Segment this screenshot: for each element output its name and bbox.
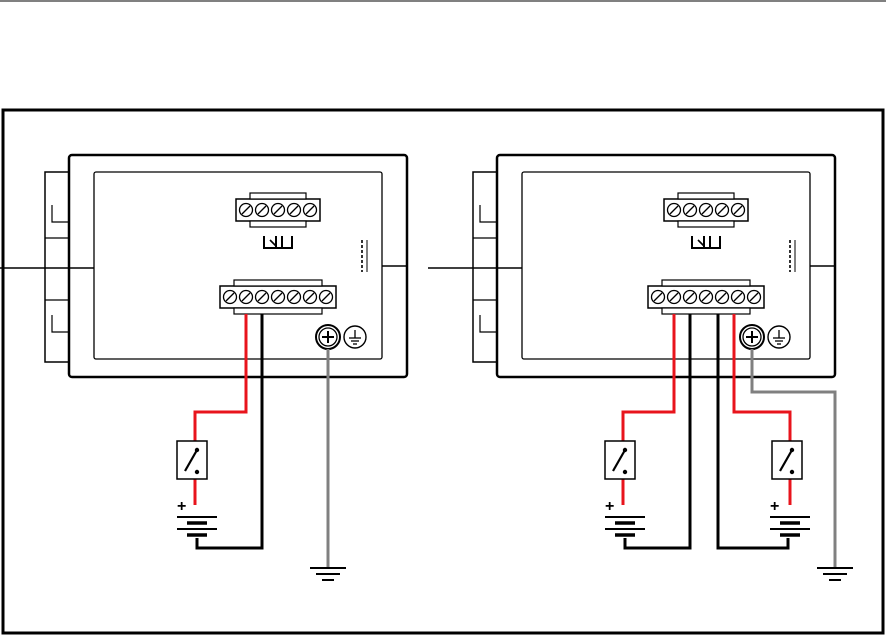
battery-icon: + xyxy=(605,498,645,535)
power-terminal-block xyxy=(648,280,764,314)
terminal-block-top xyxy=(250,193,306,199)
battery-plus-label: + xyxy=(177,498,186,515)
switch-icon xyxy=(605,441,635,479)
switch-contact xyxy=(195,470,199,474)
earth-ground-icon xyxy=(310,568,346,580)
panel-single-power-input: + xyxy=(0,155,407,580)
switch-contact xyxy=(623,448,627,452)
power-terminal-block xyxy=(220,280,336,314)
battery-plus-label: + xyxy=(605,498,614,515)
battery-icon: + xyxy=(177,498,217,535)
terminal-block-top xyxy=(678,193,734,199)
panels-layer: +++ xyxy=(0,155,853,580)
switch-contact xyxy=(790,470,794,474)
switch-icon xyxy=(772,441,802,479)
earth-ground-icon xyxy=(817,568,853,580)
panel-dual-power-input: ++ xyxy=(428,155,853,580)
battery-plus-label: + xyxy=(770,498,779,515)
switch-contact xyxy=(195,448,199,452)
terminal-block-bottom xyxy=(662,308,750,314)
switch-contact xyxy=(790,448,794,452)
terminal-block-top xyxy=(662,280,750,286)
switch-contact xyxy=(623,470,627,474)
din-rail-clip xyxy=(473,172,497,362)
terminal-block-bottom xyxy=(250,221,306,227)
terminal-block-top xyxy=(234,280,322,286)
din-rail-clip xyxy=(45,172,69,362)
switch-icon xyxy=(177,441,207,479)
terminal-block-bottom xyxy=(678,221,734,227)
terminal-block-bottom xyxy=(234,308,322,314)
